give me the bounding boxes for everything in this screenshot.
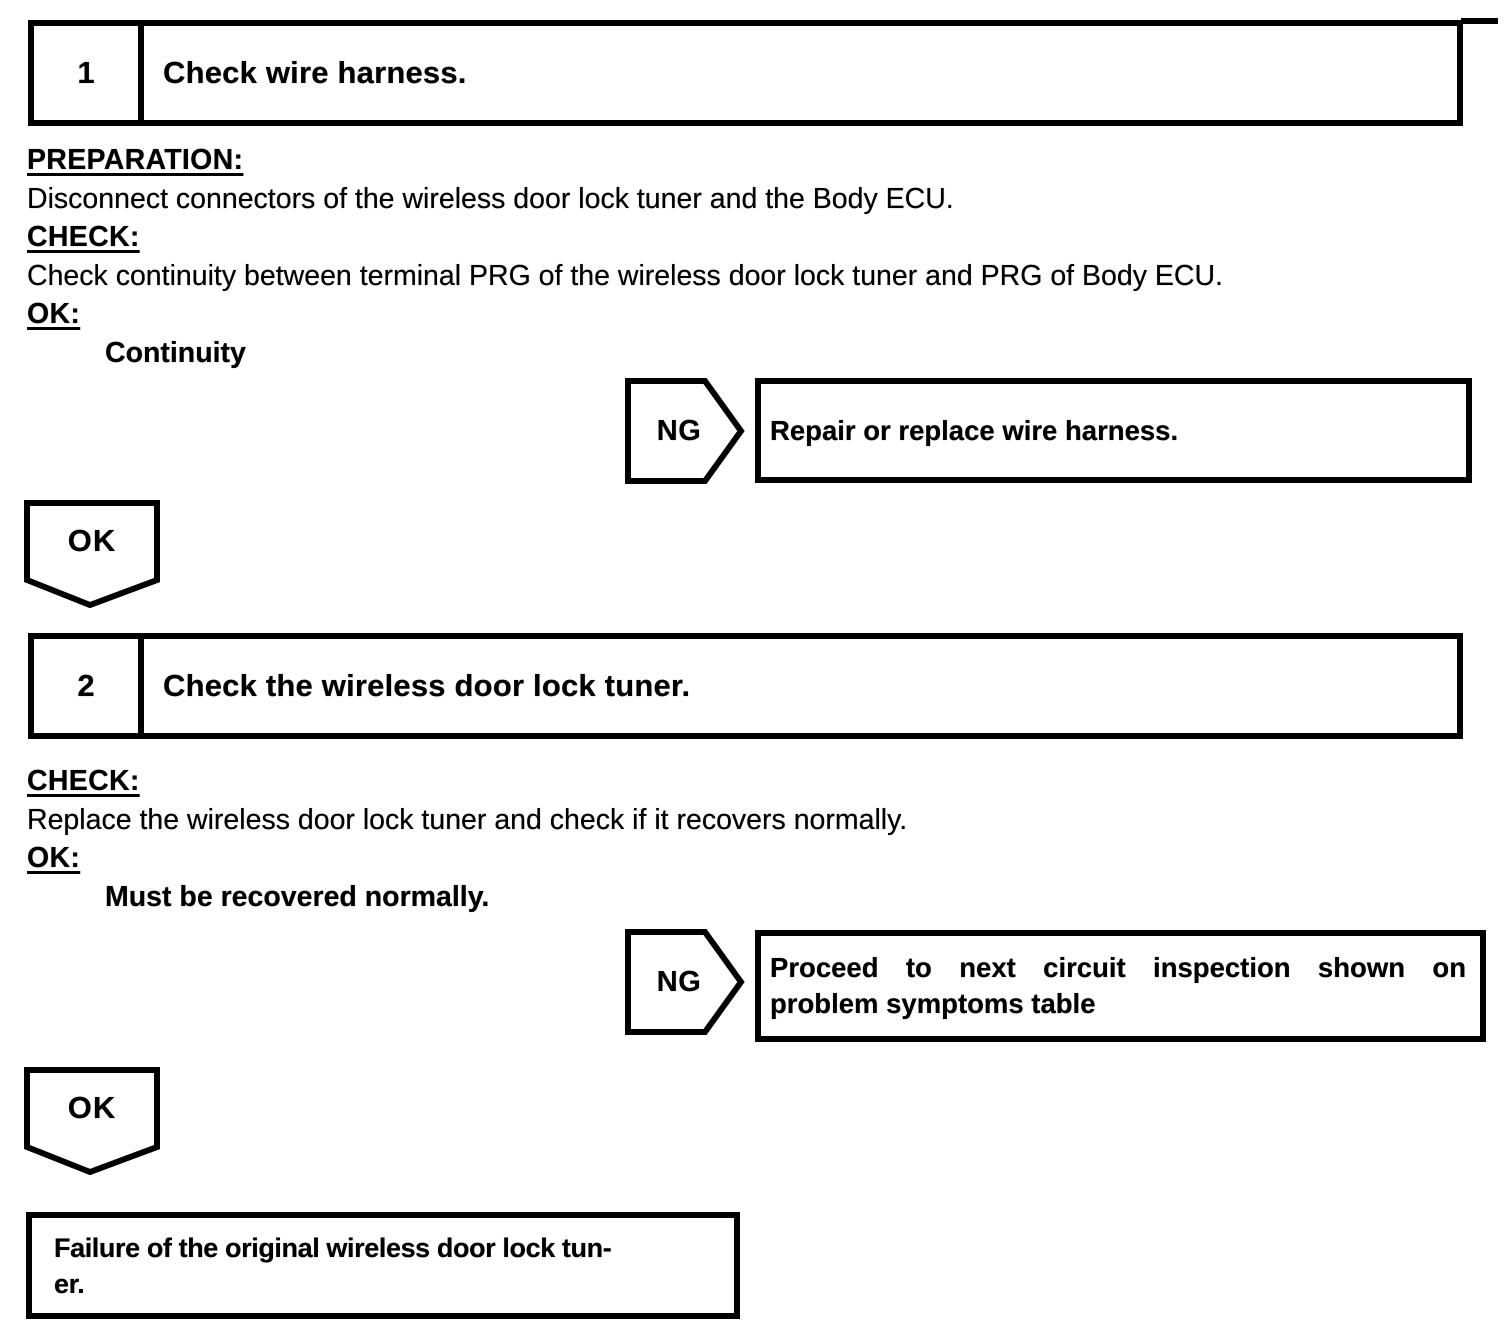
step-1-title: Check wire harness. — [163, 55, 467, 90]
ok-heading-2: OK: — [27, 842, 81, 874]
preparation-heading: PREPARATION: — [27, 144, 244, 176]
check-text-2: Replace the wireless door lock tuner and… — [27, 803, 908, 836]
diagnosis-result-box: Failure of the original wireless door lo… — [26, 1212, 740, 1319]
ng-label-1: NG — [656, 414, 702, 447]
check-heading-1: CHECK: — [27, 221, 140, 253]
step-1-instructions: PREPARATION: Disconnect connectors of th… — [27, 141, 1467, 372]
scan-artifact-line — [1461, 18, 1498, 24]
ng-action-2-line-1: Proceed to next circuit inspection shown… — [770, 952, 1466, 983]
step-2-instructions: CHECK: Replace the wireless door lock tu… — [27, 762, 1467, 916]
ng-action-box-2: Proceed to next circuit inspection shown… — [755, 930, 1486, 1042]
ok-connector-1-pentagon-icon — [24, 500, 160, 608]
ok-label-1: OK — [67, 522, 117, 558]
ok-heading-1: OK: — [27, 298, 81, 330]
step-2-title: Check the wireless door lock tuner. — [163, 668, 691, 703]
ng-label-2: NG — [656, 965, 702, 998]
step-1-number: 1 — [34, 26, 144, 120]
ok-label-2: OK — [67, 1089, 117, 1125]
ok-connector-2-pentagon-icon — [24, 1067, 160, 1175]
ok-criteria-1: Continuity — [105, 336, 246, 369]
ng-arrow-2: NG — [625, 929, 745, 1035]
step-1-header-box: 1 Check wire harness. — [28, 20, 1463, 126]
result-line-2: er. — [54, 1268, 85, 1299]
ok-connector-1: OK — [24, 500, 160, 608]
check-heading-2: CHECK: — [27, 765, 140, 797]
ng-action-2-line-2: problem symptoms table — [770, 988, 1096, 1019]
step-2-number: 2 — [34, 639, 144, 733]
ng-arrow-1: NG — [625, 378, 745, 484]
result-line-1: Failure of the original wireless door lo… — [54, 1232, 612, 1263]
ng-arrow-2-pentagon-icon — [625, 929, 745, 1035]
check-text-1: Check continuity between terminal PRG of… — [27, 259, 1223, 292]
step-2-header-box: 2 Check the wireless door lock tuner. — [28, 633, 1463, 739]
preparation-text: Disconnect connectors of the wireless do… — [27, 182, 954, 215]
ok-connector-2: OK — [24, 1067, 160, 1175]
ng-arrow-1-pentagon-icon — [625, 378, 745, 484]
ng-action-box-1: Repair or replace wire harness. — [755, 378, 1472, 483]
ok-criteria-2: Must be recovered normally. — [105, 880, 490, 913]
ng-action-1: Repair or replace wire harness. — [770, 414, 1179, 446]
